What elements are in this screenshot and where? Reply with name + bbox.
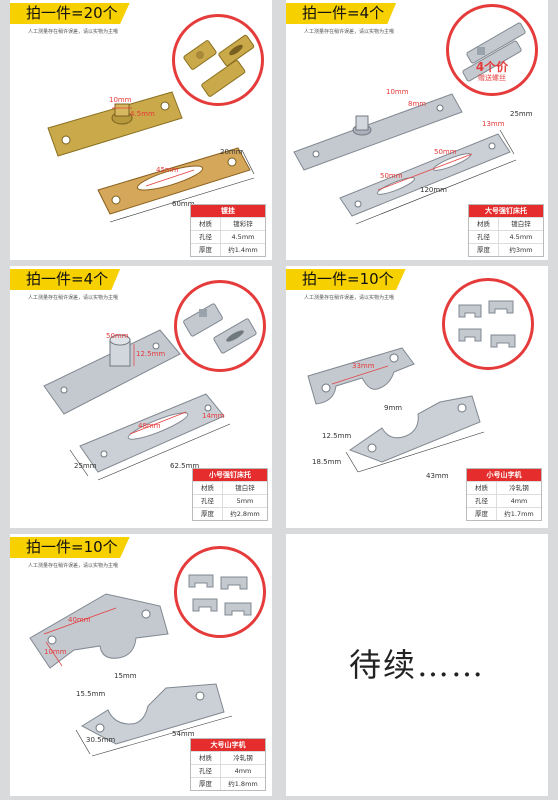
dim-label: 10mm bbox=[386, 88, 409, 96]
dim-label: 8mm bbox=[408, 100, 427, 108]
dim-label: 12.5mm bbox=[322, 432, 352, 440]
spec-row: 材质镀白锌 bbox=[193, 481, 267, 494]
product-inset-photo bbox=[446, 4, 538, 96]
product-drawing bbox=[293, 93, 517, 225]
product-drawing bbox=[29, 593, 233, 757]
dim-label: 120mm bbox=[420, 186, 447, 194]
panel-title: 拍一件=4个 bbox=[286, 3, 397, 24]
product-inset-photo bbox=[172, 14, 264, 106]
product-drawing bbox=[43, 329, 231, 481]
dim-label: 48mm bbox=[138, 422, 161, 430]
panel-title: 拍一件=4个 bbox=[10, 269, 121, 290]
panel-title: 拍一件=10个 bbox=[10, 537, 130, 558]
dim-label: 50mm bbox=[380, 172, 403, 180]
panel-title: 拍一件=10个 bbox=[286, 269, 406, 290]
product-panel-4: 拍一件=10个 人工测量存在稍许误差，请以实物为主哦 33mm 9mm 12.5… bbox=[286, 266, 548, 528]
spec-title: 大号强钉床托 bbox=[469, 205, 543, 217]
spec-row: 材质镀白锌 bbox=[469, 217, 543, 230]
spec-row: 材质冷轧钢 bbox=[191, 751, 265, 764]
product-panel-1: 拍一件=20个 人工测量存在稍许误差，请以实物为主哦 10mm 4.5mm 45… bbox=[10, 0, 272, 260]
dim-label: 50mm bbox=[106, 332, 129, 340]
panel-title: 拍一件=20个 bbox=[10, 3, 130, 24]
product-inset-photo bbox=[442, 278, 534, 370]
to-be-continued-text: 待续…… bbox=[348, 646, 485, 684]
spec-row: 厚度约1.7mm bbox=[467, 507, 541, 520]
measurement-note: 人工测量存在稍许误差，请以实物为主哦 bbox=[304, 295, 395, 301]
dim-label: 62.5mm bbox=[170, 462, 200, 470]
dim-label: 20mm bbox=[220, 148, 243, 156]
spec-title: 小号强钉床托 bbox=[193, 469, 267, 481]
dim-label: 10mm bbox=[109, 96, 132, 104]
product-panel-5: 拍一件=10个 人工测量存在稍许误差，请以实物为主哦 40mm 10mm 15.… bbox=[10, 534, 272, 796]
price-badge: 4个价 赠送螺丝 bbox=[464, 60, 520, 83]
dim-label: 10mm bbox=[44, 648, 67, 656]
dim-label: 14mm bbox=[202, 412, 225, 420]
dim-label: 54mm bbox=[172, 730, 195, 738]
dim-label: 25mm bbox=[510, 110, 533, 118]
spec-row: 厚度约2.8mm bbox=[193, 507, 267, 520]
price-note: 赠送螺丝 bbox=[478, 74, 506, 82]
dim-label: 9mm bbox=[384, 404, 403, 412]
dim-label: 33mm bbox=[352, 362, 375, 370]
spec-title: 镀挂 bbox=[191, 205, 265, 217]
dim-label: 13mm bbox=[482, 120, 505, 128]
dim-label: 43mm bbox=[426, 472, 449, 480]
dim-label: 12.5mm bbox=[136, 350, 166, 358]
product-inset-photo bbox=[174, 280, 266, 372]
spec-row: 厚度约1.4mm bbox=[191, 243, 265, 256]
dim-label: 25mm bbox=[74, 462, 97, 470]
measurement-note: 人工测量存在稍许误差，请以实物为主哦 bbox=[304, 29, 395, 35]
spec-row: 材质镀彩锌 bbox=[191, 217, 265, 230]
dim-label: 60mm bbox=[172, 200, 195, 208]
spec-row: 材质冷轧钢 bbox=[467, 481, 541, 494]
price-text: 4个价 bbox=[475, 60, 509, 74]
spec-row: 厚度约1.8mm bbox=[191, 777, 265, 790]
to-be-continued-panel: 待续…… bbox=[286, 534, 548, 796]
dim-label: 50mm bbox=[434, 148, 457, 156]
dim-label: 45mm bbox=[156, 166, 179, 174]
spec-title: 大号山字机 bbox=[191, 739, 265, 751]
dim-label: 40mm bbox=[68, 616, 91, 624]
spec-title: 小号山字机 bbox=[467, 469, 541, 481]
dim-label: 18.5mm bbox=[312, 458, 342, 466]
spec-row: 厚度约3mm bbox=[469, 243, 543, 256]
product-panel-3: 拍一件=4个 人工测量存在稍许误差，请以实物为主哦 50mm 12.5mm 48… bbox=[10, 266, 272, 528]
dim-label: 15mm bbox=[114, 672, 137, 680]
product-panel-2: 拍一件=4个 人工测量存在稍许误差，请以实物为主哦 4个价 赠送螺丝 10mm … bbox=[286, 0, 548, 260]
product-inset-photo bbox=[174, 546, 266, 638]
measurement-note: 人工测量存在稍许误差，请以实物为主哦 bbox=[28, 295, 119, 301]
dim-label: 4.5mm bbox=[130, 110, 155, 118]
product-drawing bbox=[307, 347, 485, 473]
dim-label: 15.5mm bbox=[76, 690, 106, 698]
product-drawing bbox=[47, 91, 255, 223]
measurement-note: 人工测量存在稍许误差，请以实物为主哦 bbox=[28, 563, 119, 569]
measurement-note: 人工测量存在稍许误差，请以实物为主哦 bbox=[28, 29, 119, 35]
dim-label: 30.5mm bbox=[86, 736, 116, 744]
